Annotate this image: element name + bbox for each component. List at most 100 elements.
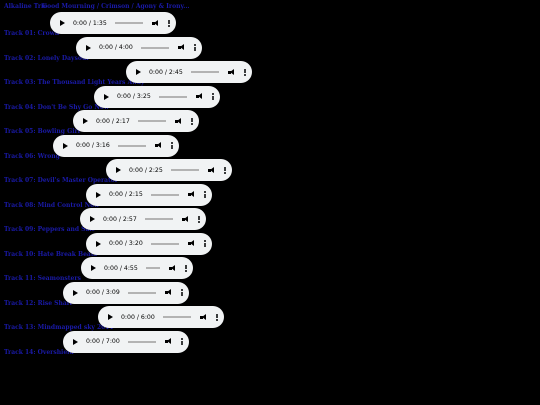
audio-player: 0:00 / 3:20 (86, 232, 212, 255)
audio-player: 0:00 / 2:25 (106, 159, 232, 181)
time-readout: 0:00 / 2:57 (103, 215, 137, 223)
time-readout: 0:00 / 3:09 (86, 289, 120, 296)
more-options-icon[interactable] (171, 142, 173, 149)
audio-player: 0:00 / 6:00 (98, 306, 224, 328)
volume-icon[interactable] (165, 289, 173, 296)
seek-slider[interactable] (150, 193, 179, 196)
play-icon[interactable] (116, 167, 121, 173)
audio-player: 0:00 / 2:15 (86, 183, 212, 206)
more-options-icon[interactable] (185, 264, 187, 272)
seek-slider[interactable] (137, 120, 166, 122)
volume-icon[interactable] (182, 215, 190, 223)
track-label[interactable]: Track 01: Crown (4, 30, 60, 37)
volume-icon[interactable] (200, 313, 208, 321)
play-icon[interactable] (136, 69, 141, 75)
volume-icon[interactable] (208, 166, 216, 174)
track-label[interactable]: Track 07: Devil's Master Operator (4, 177, 118, 184)
time-readout: 0:00 / 3:20 (109, 240, 143, 247)
time-readout: 0:00 / 3:25 (117, 93, 151, 100)
time-readout: 0:00 / 4:00 (99, 44, 133, 51)
more-options-icon[interactable] (204, 240, 206, 247)
track-label[interactable]: Track 14: Overshield (4, 348, 74, 356)
seek-slider[interactable] (117, 144, 146, 147)
track-label[interactable]: Track 10: Hate Break Beats (4, 250, 97, 258)
time-readout: 0:00 / 1:35 (73, 19, 107, 27)
track-label[interactable]: Track 06: Wrong (4, 152, 60, 160)
more-options-icon[interactable] (244, 68, 246, 76)
track-label[interactable]: Track 12: Rise Shaft (4, 299, 73, 307)
track-label[interactable]: Track 02: Lonely Daysoul (4, 54, 89, 62)
time-readout: 0:00 / 6:00 (121, 313, 155, 321)
seek-slider[interactable] (170, 169, 199, 171)
play-icon[interactable] (73, 338, 78, 345)
volume-icon[interactable] (169, 264, 177, 272)
more-options-icon[interactable] (168, 19, 170, 27)
volume-icon[interactable] (152, 19, 160, 27)
play-icon[interactable] (91, 265, 96, 271)
play-icon[interactable] (63, 142, 68, 149)
header-line1: Alkaline Trio (4, 3, 48, 10)
header-line2: Good Mourning / Crimson / Agony & Irony.… (42, 3, 190, 10)
audio-player: 0:00 / 3:09 (63, 281, 189, 304)
seek-slider[interactable] (190, 71, 219, 73)
audio-player: 0:00 / 2:17 (73, 110, 199, 132)
seek-slider[interactable] (144, 218, 173, 220)
audio-player: 0:00 / 4:55 (81, 257, 193, 279)
more-options-icon[interactable] (194, 44, 196, 51)
audio-player: 0:00 / 2:57 (80, 208, 206, 230)
time-readout: 0:00 / 2:45 (149, 68, 183, 76)
time-readout: 0:00 / 4:55 (104, 264, 138, 272)
audio-player: 0:00 / 2:45 (126, 61, 252, 83)
audio-player: 0:00 / 1:35 (50, 12, 176, 34)
volume-icon[interactable] (188, 191, 196, 198)
track-label[interactable]: Track 11: Seamonsters (4, 275, 81, 282)
volume-icon[interactable] (165, 338, 173, 345)
time-readout: 0:00 / 3:16 (76, 142, 110, 149)
play-icon[interactable] (86, 44, 91, 51)
more-options-icon[interactable] (191, 117, 193, 125)
seek-slider[interactable] (140, 46, 169, 49)
play-icon[interactable] (96, 240, 101, 247)
track-label[interactable]: Track 03: The Thousand Light Years Away (4, 79, 145, 86)
play-icon[interactable] (90, 216, 95, 222)
play-icon[interactable] (104, 93, 109, 100)
play-icon[interactable] (60, 20, 65, 26)
seek-slider[interactable] (162, 316, 191, 318)
seek-slider[interactable] (158, 95, 187, 98)
play-icon[interactable] (73, 289, 78, 296)
volume-icon[interactable] (178, 44, 186, 51)
play-icon[interactable] (83, 118, 88, 124)
time-readout: 0:00 / 7:00 (86, 338, 120, 345)
seek-slider[interactable] (127, 340, 156, 343)
track-label[interactable]: Track 09: Peppers and Salt (4, 226, 95, 233)
time-readout: 0:00 / 2:17 (96, 117, 130, 125)
volume-icon[interactable] (196, 93, 204, 100)
more-options-icon[interactable] (181, 338, 183, 345)
seek-slider[interactable] (127, 291, 156, 294)
track-label[interactable]: Track 13: Mindmapped sky 2011 (4, 324, 114, 331)
audio-player: 0:00 / 4:00 (76, 36, 202, 59)
track-label[interactable]: Track 04: Don't Be Shy Go Now (4, 103, 110, 111)
more-options-icon[interactable] (224, 166, 226, 174)
more-options-icon[interactable] (212, 93, 214, 100)
volume-icon[interactable] (175, 117, 183, 125)
more-options-icon[interactable] (216, 313, 218, 321)
volume-icon[interactable] (188, 240, 196, 247)
audio-player: 0:00 / 7:00 (63, 330, 189, 353)
track-label[interactable]: Track 08: Mind Control Now (4, 201, 100, 209)
time-readout: 0:00 / 2:15 (109, 191, 143, 198)
seek-slider[interactable] (114, 22, 143, 24)
track-label[interactable]: Track 05: Bowling Girl (4, 128, 80, 135)
more-options-icon[interactable] (204, 191, 206, 198)
time-readout: 0:00 / 2:25 (129, 166, 163, 174)
volume-icon[interactable] (228, 68, 236, 76)
play-icon[interactable] (96, 191, 101, 198)
more-options-icon[interactable] (198, 215, 200, 223)
play-icon[interactable] (108, 314, 113, 320)
seek-slider[interactable] (150, 242, 179, 245)
seek-slider[interactable] (145, 267, 160, 269)
audio-player: 0:00 / 3:25 (94, 85, 220, 108)
volume-icon[interactable] (155, 142, 163, 149)
audio-player: 0:00 / 3:16 (53, 134, 179, 157)
more-options-icon[interactable] (181, 289, 183, 296)
